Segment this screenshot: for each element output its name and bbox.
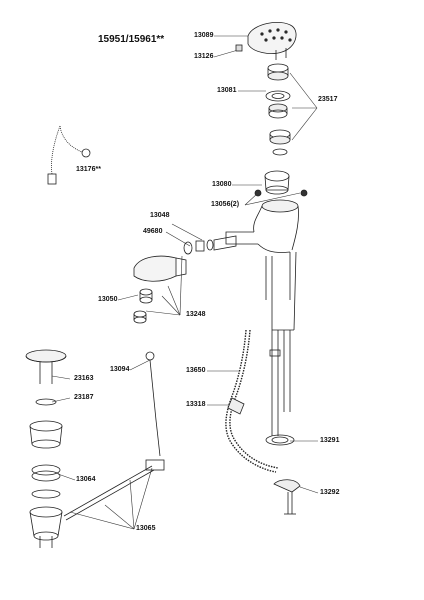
popup-waste xyxy=(25,349,67,548)
cartridge xyxy=(254,170,308,197)
ring-stack xyxy=(265,63,291,156)
outlet-parts xyxy=(183,235,237,255)
part-label-13248: 13248 xyxy=(186,311,206,318)
part-label-13056: 13056(2) xyxy=(211,201,240,208)
fixing-kit xyxy=(273,479,301,515)
part-label-23187: 23187 xyxy=(74,394,94,401)
leader-lines xyxy=(51,35,319,530)
part-label-13291: 13291 xyxy=(320,437,340,444)
part-label-13064: 13064 xyxy=(76,476,96,483)
lift-rod xyxy=(63,351,165,521)
spray-head xyxy=(235,22,297,60)
pull-out-hose xyxy=(225,329,279,473)
aerator xyxy=(133,255,187,324)
supply-pipes xyxy=(265,330,295,446)
hose-weight xyxy=(227,397,245,415)
part-label-13065: 13065 xyxy=(136,525,156,532)
part-label-13081: 13081 xyxy=(217,87,237,94)
part-label-13126: 13126 xyxy=(194,53,214,60)
assembly-title: 15951/15961** xyxy=(98,34,165,45)
part-label-13080: 13080 xyxy=(212,181,232,188)
part-label-13292: 13292 xyxy=(320,489,340,496)
part-label-13048: 13048 xyxy=(150,212,170,219)
part-label-23517: 23517 xyxy=(318,96,338,103)
part-label-13094: 13094 xyxy=(110,366,130,373)
tap-body xyxy=(225,199,299,331)
part-label-13176: 13176** xyxy=(76,166,101,173)
part-label-23163: 23163 xyxy=(74,375,94,382)
chain-plug xyxy=(47,125,91,185)
part-label-49680: 49680 xyxy=(143,228,163,235)
part-label-13050: 13050 xyxy=(98,296,118,303)
part-label-13650: 13650 xyxy=(186,367,206,374)
part-label-13089: 13089 xyxy=(194,32,214,39)
part-label-13318: 13318 xyxy=(186,401,206,408)
